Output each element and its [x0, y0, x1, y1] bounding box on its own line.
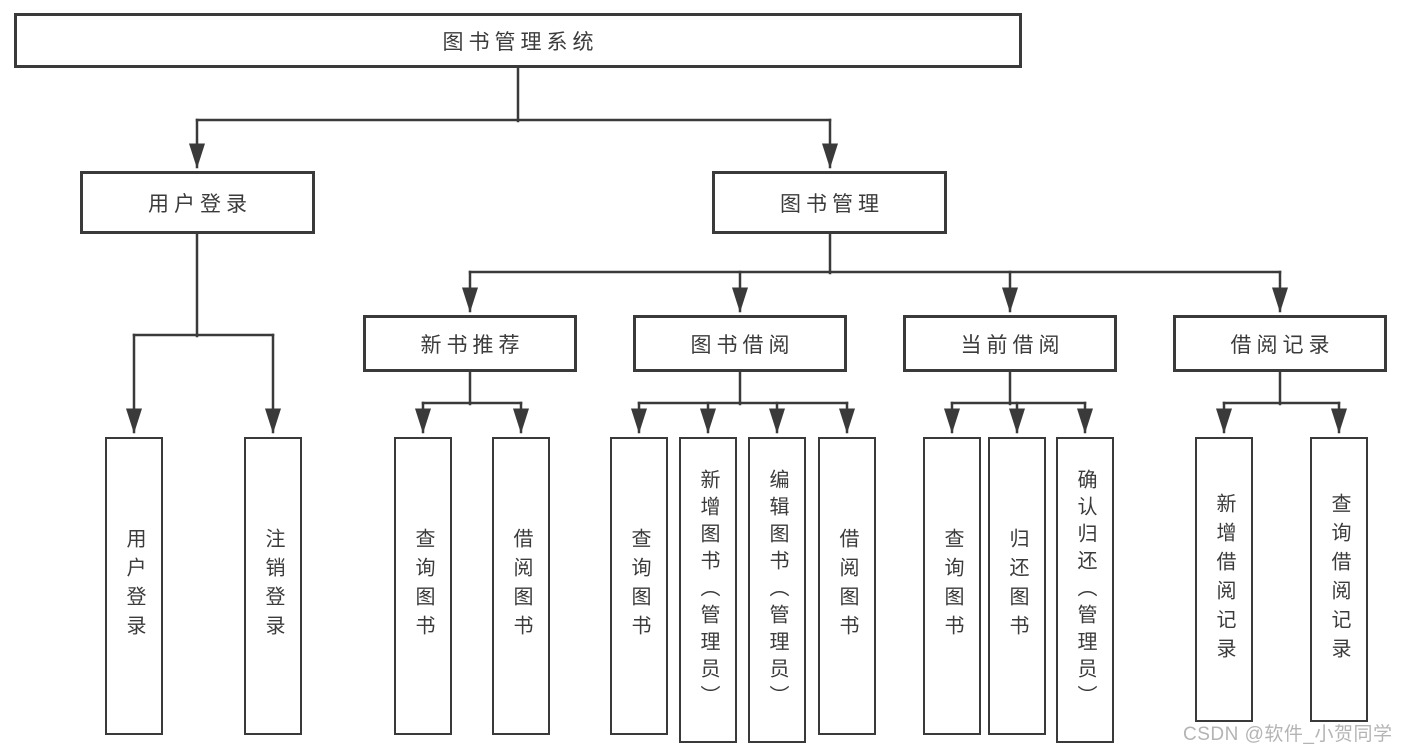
leaf-bb-query-book: 查询图书	[610, 437, 668, 735]
leaf-bb-add-book-admin: 新增图书（管理员）	[679, 437, 737, 743]
node-label: 用户登录	[148, 192, 252, 216]
node-label: 归还图书	[1006, 528, 1028, 644]
node-label: 查询借阅记录	[1328, 492, 1350, 667]
leaf-logout-login: 注销登录	[244, 437, 302, 735]
node-book-borrowing: 图书借阅	[633, 315, 847, 372]
leaf-cb-confirm-return-admin: 确认归还（管理员）	[1056, 437, 1114, 743]
leaf-cb-return-book: 归还图书	[988, 437, 1046, 735]
node-new-book-recommend: 新书推荐	[363, 315, 577, 372]
leaf-nbr-borrow-book: 借阅图书	[492, 437, 550, 735]
node-label: 图书借阅	[690, 333, 795, 357]
node-label: 确认归还（管理员）	[1074, 468, 1096, 712]
node-current-borrowing: 当前借阅	[903, 315, 1117, 372]
csdn-watermark: CSDN @软件_小贺同学	[1183, 724, 1393, 745]
node-borrowing-records: 借阅记录	[1173, 315, 1387, 372]
leaf-cb-query-book: 查询图书	[923, 437, 981, 735]
node-user-login: 用户登录	[80, 171, 315, 234]
node-label: 查询图书	[628, 528, 650, 644]
leaf-bb-borrow-book: 借阅图书	[818, 437, 876, 735]
leaf-nbr-query-book: 查询图书	[394, 437, 452, 735]
node-label: 当前借阅	[960, 333, 1065, 357]
leaf-bb-edit-book-admin: 编辑图书（管理员）	[748, 437, 806, 743]
leaf-br-query-record: 查询借阅记录	[1310, 437, 1368, 722]
leaf-br-add-record: 新增借阅记录	[1195, 437, 1253, 722]
node-label: 借阅图书	[510, 528, 532, 644]
node-label: 借阅图书	[836, 528, 858, 644]
node-label: 图书管理系统	[442, 30, 599, 54]
node-label: 查询图书	[412, 528, 434, 644]
node-book-management: 图书管理	[712, 171, 947, 234]
node-library-management-system: 图书管理系统	[14, 13, 1022, 68]
node-label: 用户登录	[123, 528, 145, 644]
node-label: 查询图书	[941, 528, 963, 644]
node-label: 借阅记录	[1230, 333, 1335, 357]
leaf-user-login: 用户登录	[105, 437, 163, 735]
node-label: 编辑图书（管理员）	[766, 468, 788, 712]
node-label: 新增借阅记录	[1213, 492, 1235, 667]
node-label: 新书推荐	[420, 333, 525, 357]
node-label: 注销登录	[262, 528, 284, 644]
node-label: 图书管理	[780, 192, 884, 216]
node-label: 新增图书（管理员）	[697, 468, 719, 712]
